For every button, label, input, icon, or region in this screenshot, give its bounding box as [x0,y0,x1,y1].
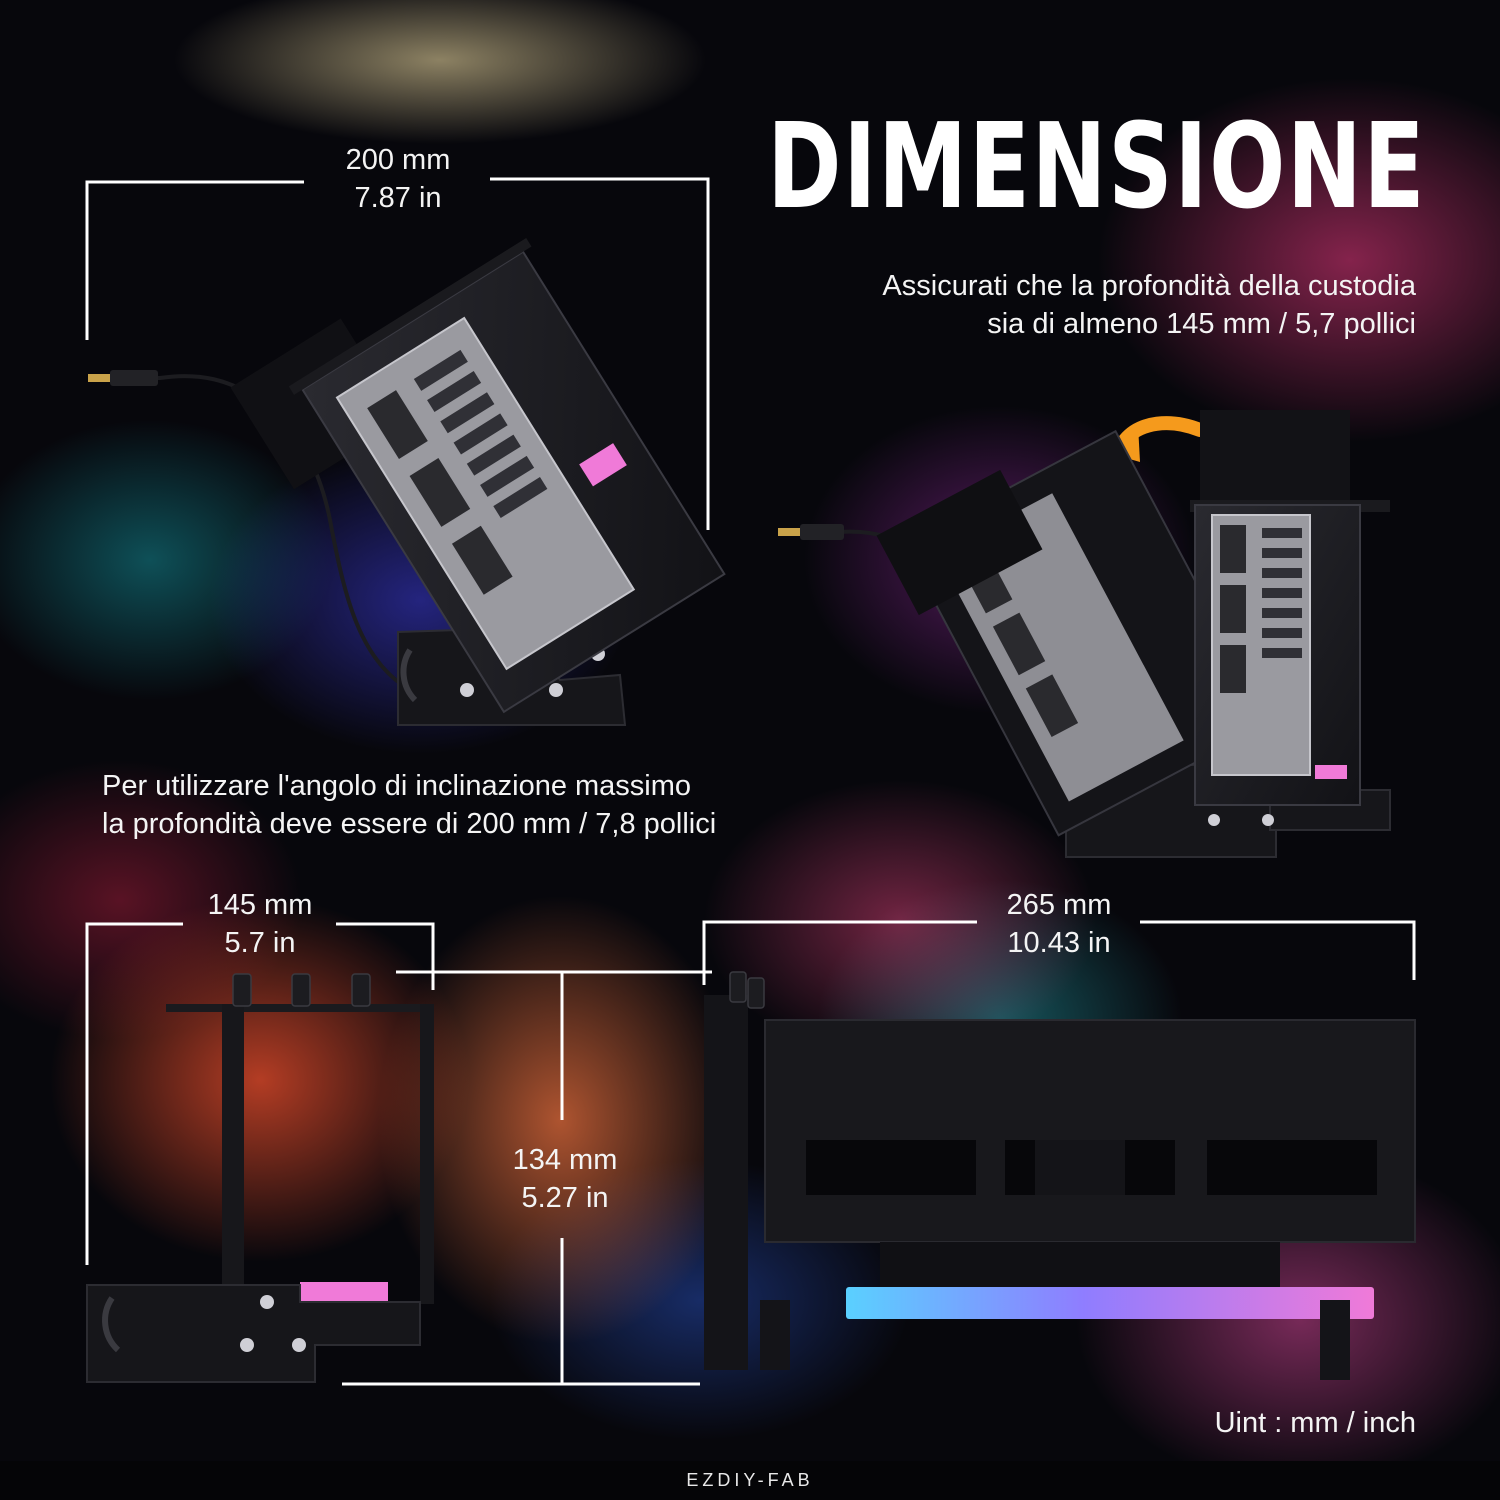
page-title: DIMENSIONE [766,97,1426,235]
dimension-line-134mm [342,970,712,1386]
dimension-mm: 134 mm [512,1144,618,1176]
tilted-bracket-illustration [88,238,726,726]
case-depth-note-line2: sia di almeno 145 mm / 5,7 pollici [987,308,1416,340]
side-view-illustration [704,971,1416,1380]
max-tilt-note-line1: Per utilizzare l'angolo di inclinazione … [102,770,692,802]
max-tilt-note: Per utilizzare l'angolo di inclinazione … [102,767,716,843]
dimension-inch: 10.43 in [1007,927,1111,959]
dimension-label-200mm: 200 mm 7.87 in [318,141,478,217]
rotation-illustration [778,410,1391,858]
dimension-line-265mm [702,920,1416,985]
brand-name: EZDIY-FAB [686,1470,814,1490]
dimension-inch: 5.7 in [224,927,296,959]
dimension-inch: 7.87 in [354,182,442,214]
dimension-inch: 5.27 in [521,1182,609,1214]
brand-footer: EZDIY-FAB [0,1461,1500,1500]
dimension-mm: 145 mm [207,889,313,921]
case-depth-note-line1: Assicurati che la profondità della custo… [882,270,1416,302]
dimension-line-200mm [85,177,710,530]
front-view-illustration [86,973,434,1383]
dimension-mm: 200 mm [345,144,451,176]
dimension-mm: 265 mm [1006,889,1112,921]
dimension-label-265mm: 265 mm 10.43 in [979,886,1139,962]
dimension-label-145mm: 145 mm 5.7 in [180,886,340,962]
dimension-label-134mm: 134 mm 5.27 in [485,1141,645,1217]
unit-note: Uint : mm / inch [1214,1407,1416,1439]
case-depth-note: Assicurati che la profondità della custo… [882,267,1416,343]
max-tilt-note-line2: la profondità deve essere di 200 mm / 7,… [102,808,717,840]
dimension-line-145mm [85,922,435,1265]
